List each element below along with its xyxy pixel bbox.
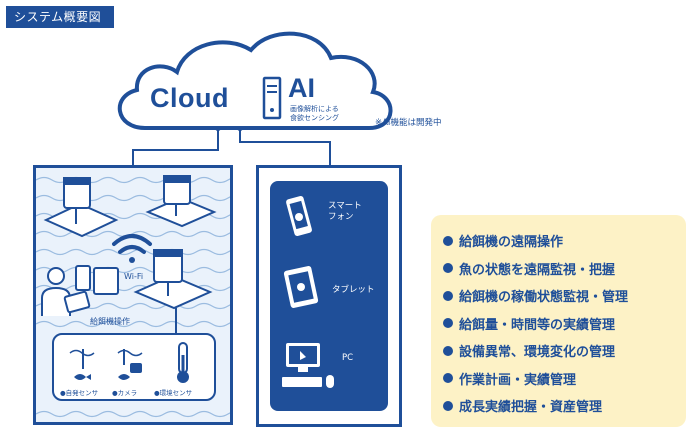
cloud-label: Cloud <box>150 83 229 113</box>
feature-text: 設備異常、環境変化の管理 <box>459 345 616 361</box>
site-illustration <box>36 175 230 418</box>
feature-text: 作業計画・実績管理 <box>459 372 577 388</box>
sensor-box: ●自発センサ ●カメラ ●環境センサ <box>52 333 216 401</box>
device-label-smartphone: スマート フォン <box>328 201 362 223</box>
sensor-label-2: ●環境センサ <box>154 389 193 397</box>
devices-panel: スマート フォン タブレット PC <box>256 165 402 427</box>
bullet-icon <box>443 400 453 411</box>
pc-icon <box>282 343 334 388</box>
smartphone-icon <box>286 195 312 237</box>
feature-item: 給餌機の遠隔操作 <box>443 227 686 255</box>
operator-icon <box>41 267 91 316</box>
bullet-icon <box>443 290 453 301</box>
bullet-icon <box>443 373 453 384</box>
ai-note: ※AI機能は開発中 <box>375 118 442 128</box>
ai-description-line2: 食欲センシング <box>290 114 339 122</box>
devices-list: スマート フォン タブレット PC <box>270 181 388 411</box>
device-label-pc: PC <box>342 353 354 363</box>
bullet-icon <box>443 318 453 329</box>
ai-label: AI <box>288 73 315 103</box>
feature-text: 給餌量・時間等の実績管理 <box>459 317 616 333</box>
server-icon <box>262 76 282 120</box>
cloud-shape <box>117 31 393 130</box>
ai-description-line1: 画像解析による <box>290 105 339 113</box>
sensor-icon <box>69 349 95 380</box>
sensor-label-0: ●自発センサ <box>60 389 99 397</box>
feeder-1 <box>43 177 119 238</box>
feature-item: 魚の状態を遠隔監視・把握 <box>443 255 686 283</box>
tablet-icon <box>283 266 319 308</box>
feature-text: 成長実績把握・資産管理 <box>459 400 603 416</box>
device-label-smartphone-line2: フォン <box>328 212 354 222</box>
feature-item: 作業計画・実績管理 <box>443 365 686 393</box>
wifi-label: Wi-Fi <box>124 272 144 281</box>
bullet-icon <box>443 345 453 356</box>
camera-icon <box>117 349 143 380</box>
ai-description: 画像解析による 食欲センシング <box>290 105 339 123</box>
feeder-2 <box>145 175 217 228</box>
page-title: システム概要図 <box>6 6 114 28</box>
feature-item: 給餌量・時間等の実績管理 <box>443 310 686 338</box>
sensor-label-1: ●カメラ <box>112 389 138 397</box>
bullet-icon <box>443 235 453 246</box>
feature-text: 魚の状態を遠隔監視・把握 <box>459 262 616 278</box>
feeder-3 <box>133 249 213 336</box>
feature-text: 給餌機の稼働状態監視・管理 <box>459 290 629 306</box>
device-label-tablet: タブレット <box>332 285 375 295</box>
bullet-icon <box>443 263 453 274</box>
feature-text: 給餌機の遠隔操作 <box>459 235 564 251</box>
feature-item: 成長実績把握・資産管理 <box>443 392 686 420</box>
site-panel: Wi-Fi 給餌機操作 ●自発センサ ●カメラ ●環境センサ <box>33 165 233 425</box>
device-label-smartphone-line1: スマート <box>328 201 362 211</box>
feature-list: 給餌機の遠隔操作 魚の状態を遠隔監視・把握 給餌機の稼働状態監視・管理 給餌量・… <box>431 215 686 427</box>
feature-item: 設備異常、環境変化の管理 <box>443 337 686 365</box>
mobile-devices-icon <box>75 265 119 295</box>
thermometer-icon <box>177 342 189 383</box>
operator-label: 給餌機操作 <box>90 317 130 326</box>
wifi-icon <box>112 234 152 263</box>
feature-item: 給餌機の稼働状態監視・管理 <box>443 282 686 310</box>
